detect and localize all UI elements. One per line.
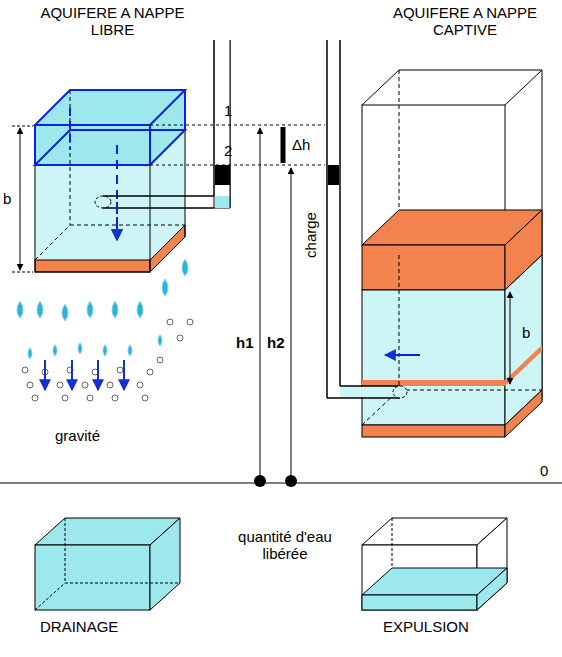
water-drop	[128, 345, 132, 356]
air-bubble	[187, 319, 193, 325]
water-drop	[62, 304, 68, 321]
air-bubble	[142, 395, 148, 401]
air-bubble	[82, 382, 88, 388]
air-bubble	[57, 382, 63, 388]
water-drops	[17, 259, 193, 401]
level-number: 2	[224, 142, 232, 159]
air-bubble	[167, 319, 173, 325]
air-bubble	[87, 395, 93, 401]
air-bubble	[177, 335, 183, 341]
datum-label: 0	[540, 462, 548, 479]
water-drop	[182, 259, 188, 276]
release-mode: EXPULSION	[383, 618, 469, 635]
aquifer-node: AQUIFERE A NAPPE LIBRE b	[0, 4, 205, 284]
gravity-arrow	[97, 360, 99, 390]
air-bubble	[27, 382, 33, 388]
head-label: h1	[236, 334, 254, 351]
air-bubble	[62, 395, 68, 401]
water-drop	[53, 345, 57, 356]
water-drop	[162, 279, 168, 296]
gravity-label: gravité	[55, 427, 100, 444]
gravity-arrow	[71, 360, 73, 390]
air-bubble	[112, 395, 118, 401]
thickness-label: b	[522, 324, 530, 341]
water-drop	[103, 345, 107, 356]
level-number: 1	[224, 102, 232, 119]
thickness-label: b	[3, 190, 11, 207]
air-bubble	[22, 367, 28, 373]
head-lines	[0, 125, 562, 487]
water-drop	[158, 335, 162, 346]
air-bubble	[157, 357, 163, 363]
water-drop	[17, 301, 23, 318]
released-water-boxes	[35, 518, 507, 610]
released-water-label: quantité d'eau libérée	[220, 528, 350, 563]
aquifer-title: AQUIFERE A NAPPE LIBRE	[30, 4, 195, 39]
air-bubble	[147, 369, 153, 375]
volume-box: EXPULSION	[355, 505, 525, 650]
release-mode: DRAINAGE	[40, 618, 118, 635]
aquifer-node: AQUIFERE A NAPPE CAPTIVE b	[350, 4, 562, 444]
water-drop	[112, 301, 118, 318]
air-bubble	[137, 382, 143, 388]
water-drop	[37, 301, 43, 318]
water-drop	[78, 343, 82, 354]
unconfined-aquifer-block	[12, 40, 230, 272]
head-difference: Δh	[292, 136, 310, 153]
aquifer-title: AQUIFERE A NAPPE CAPTIVE	[370, 4, 560, 39]
gravity-arrow	[123, 360, 125, 390]
pressure-head-label: charge	[302, 212, 319, 258]
air-bubble	[107, 382, 113, 388]
water-drop	[137, 301, 143, 318]
gravity-arrow	[44, 360, 46, 390]
head-label: h2	[267, 334, 285, 351]
volume-box: DRAINAGE	[30, 505, 200, 650]
air-bubble	[117, 367, 123, 373]
air-bubble	[32, 395, 38, 401]
confined-aquifer-block	[327, 40, 542, 437]
water-drop	[87, 301, 93, 318]
water-drop	[28, 348, 32, 359]
